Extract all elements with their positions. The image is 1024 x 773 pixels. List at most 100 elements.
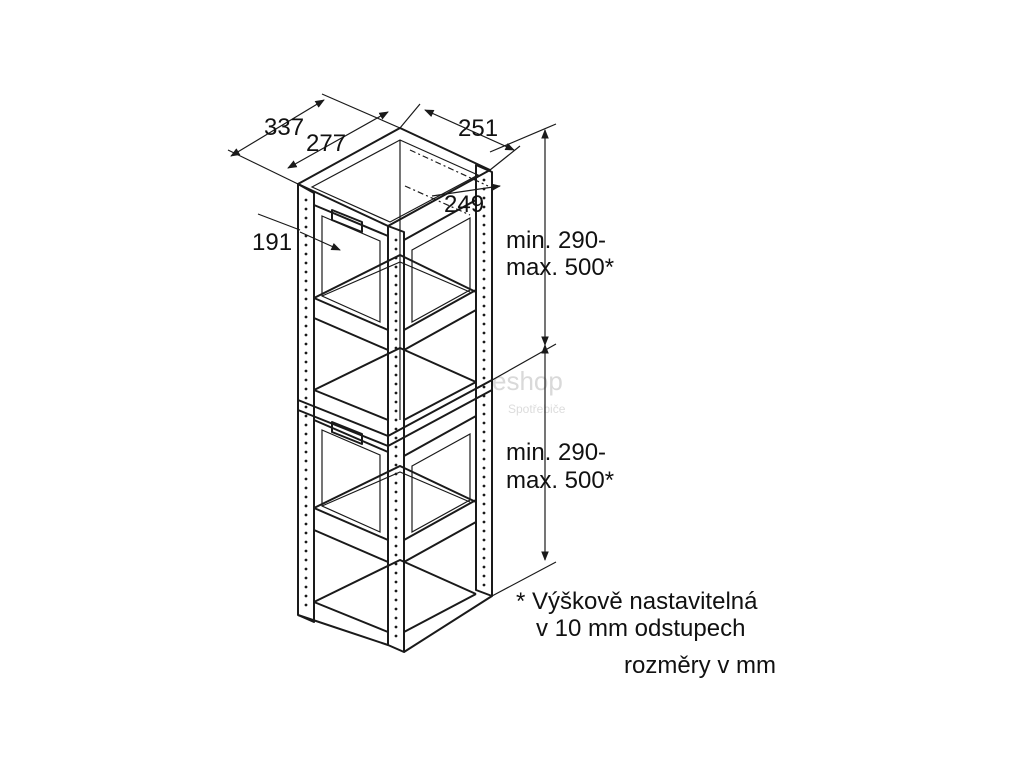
adjustment-hole	[304, 459, 308, 463]
adjustment-hole	[482, 376, 486, 380]
upper-window-front-inner	[321, 215, 381, 323]
adjustment-hole	[482, 331, 486, 335]
dim-251-ext	[399, 103, 521, 171]
adjustment-hole	[394, 355, 398, 359]
adjustment-hole	[394, 373, 398, 377]
adjustment-hole	[304, 270, 308, 274]
adjustment-hole	[394, 310, 398, 314]
adjustment-hole	[482, 547, 486, 551]
upper-control-panel	[331, 209, 363, 233]
adjustment-hole	[482, 205, 486, 209]
adjustment-hole	[394, 472, 398, 476]
adjustment-hole	[304, 603, 308, 607]
adjustment-hole	[304, 279, 308, 283]
dim-277-label: 277	[306, 130, 346, 157]
adjustment-hole	[304, 531, 308, 535]
adjustment-hole	[482, 439, 486, 443]
adjustment-hole	[304, 522, 308, 526]
adjustment-hole	[394, 427, 398, 431]
adjustment-hole	[394, 238, 398, 242]
adjustment-hole	[304, 243, 308, 247]
adjustment-hole	[394, 589, 398, 593]
dim-height-ext	[477, 123, 557, 597]
adjustment-hole	[394, 571, 398, 575]
adjustment-hole	[304, 324, 308, 328]
adjustment-hole	[482, 583, 486, 587]
adjustment-hole	[482, 268, 486, 272]
adjustment-hole	[482, 349, 486, 353]
adjustment-hole	[394, 400, 398, 404]
adjustment-hole	[394, 463, 398, 467]
adjustment-hole	[304, 207, 308, 211]
adjustment-hole	[394, 301, 398, 305]
lower-shelf-rail-inner	[321, 471, 471, 507]
adjustment-hole	[394, 616, 398, 620]
adjustment-hole	[304, 396, 308, 400]
front-left-post	[297, 183, 315, 623]
upper-side-rails	[403, 199, 477, 421]
adjustment-hole	[482, 466, 486, 470]
adjustment-hole	[394, 625, 398, 629]
adjustment-hole	[304, 432, 308, 436]
adjustment-hole	[304, 513, 308, 517]
bottom-edges	[297, 595, 493, 653]
adjustment-hole	[482, 385, 486, 389]
adjustment-hole	[482, 304, 486, 308]
dim-337-label: 337	[264, 114, 304, 141]
adjustment-hole	[394, 535, 398, 539]
adjustment-hole	[394, 517, 398, 521]
dim-191-label: 191	[252, 229, 292, 256]
adjustment-hole	[304, 369, 308, 373]
lower-side-window	[411, 432, 471, 534]
adjustment-hole	[394, 508, 398, 512]
adjustment-hole	[482, 358, 486, 362]
adjustment-hole	[482, 313, 486, 317]
adjustment-hole	[304, 405, 308, 409]
upper-base-rail	[313, 347, 477, 391]
dim-191-leader	[299, 231, 341, 251]
adjustment-hole	[394, 526, 398, 530]
adjustment-hole	[482, 538, 486, 542]
adjustment-hole	[304, 306, 308, 310]
watermark: eshop Spotřebiče	[492, 366, 566, 416]
adjustment-hole	[394, 274, 398, 278]
upper-lower-window-front	[313, 317, 389, 421]
adjustment-hole	[394, 436, 398, 440]
adjustment-hole	[394, 364, 398, 368]
adjustment-hole	[482, 286, 486, 290]
adjustment-hole	[482, 493, 486, 497]
dim-277-line	[287, 111, 389, 169]
adjustment-hole	[304, 477, 308, 481]
adjustment-hole	[482, 484, 486, 488]
adjustment-hole	[394, 562, 398, 566]
lower-height-label-2: max. 500*	[506, 467, 614, 494]
adjustment-hole	[304, 486, 308, 490]
adjustment-hole	[304, 414, 308, 418]
watermark-main: eshop	[492, 366, 563, 396]
adjustment-hole	[394, 544, 398, 548]
adjustment-hole	[394, 445, 398, 449]
upper-side-window	[411, 216, 471, 324]
adjustment-hole	[482, 556, 486, 560]
adjustment-hole	[482, 457, 486, 461]
lower-window-front	[313, 419, 389, 541]
adjustment-hole	[304, 297, 308, 301]
adjustment-hole	[304, 567, 308, 571]
adjustment-hole	[394, 391, 398, 395]
adjustment-hole	[482, 295, 486, 299]
adjustment-hole	[304, 495, 308, 499]
adjustment-hole	[482, 529, 486, 533]
adjustment-hole	[394, 265, 398, 269]
adjustment-hole	[482, 322, 486, 326]
adjustment-hole	[394, 409, 398, 413]
adjustment-hole	[304, 423, 308, 427]
upper-height-label-2: max. 500*	[506, 254, 614, 281]
adjustment-hole	[482, 565, 486, 569]
adjustment-hole	[482, 277, 486, 281]
dimension-lines	[227, 93, 557, 597]
adjustment-hole	[482, 421, 486, 425]
adjustment-hole	[482, 250, 486, 254]
adjustment-hole	[394, 328, 398, 332]
adjustment-hole	[304, 288, 308, 292]
